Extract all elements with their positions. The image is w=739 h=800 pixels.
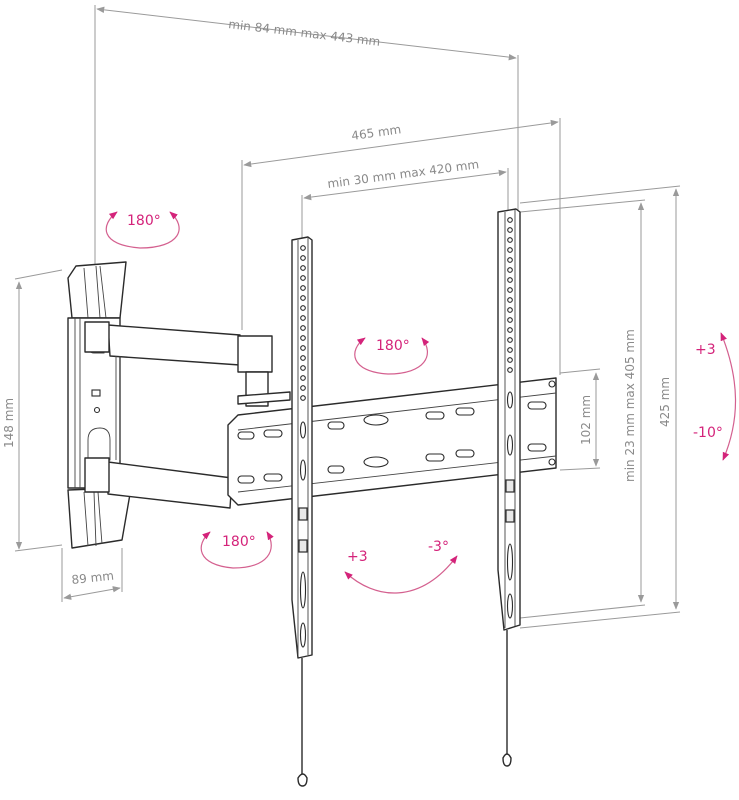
wall-plate-height-label: 148 mm (2, 398, 16, 448)
vertical-rail-right (497, 208, 521, 767)
vesa-vertical-label: min 23 mm max 405 mm (623, 329, 637, 482)
dimension-vesa-horizontal: min 30 mm max 420 mm (301, 157, 509, 238)
tilt-down-label: -10° (693, 425, 723, 441)
rotation-center-swivel: 180° (354, 337, 430, 375)
vesa-horizontal-label: min 30 mm max 420 mm (327, 157, 480, 191)
plate-width-label: 465 mm (351, 122, 403, 143)
rail-right-holes (505, 217, 515, 619)
arm-extension-label: min 84 mm max 443 mm (228, 17, 381, 49)
tilt-up-label: +3 (695, 342, 716, 358)
dimension-rail-height: 425 mm (519, 185, 681, 629)
rotation-tv-rotate: +3 -3° (344, 539, 458, 594)
rotation-tilt: +3 -10° (693, 332, 737, 461)
rotation-wall-pivot: 180° (105, 211, 180, 249)
rail-height-label: 425 mm (658, 377, 672, 427)
crossbar-slots (237, 401, 547, 484)
rail-left-holes (298, 245, 308, 648)
rotate-minus-label: -3° (428, 539, 449, 555)
rotate-plus-label: +3 (347, 549, 368, 565)
dimension-plate-width: 465 mm (241, 118, 561, 375)
dimension-crossbar-height: 102 mm (559, 368, 601, 471)
articulating-arm (84, 321, 273, 509)
rotation-lower-pivot: 180° (200, 531, 274, 569)
wall-pivot-rotation-label: 180° (127, 213, 161, 229)
dimension-vesa-vertical: min 23 mm max 405 mm (519, 199, 646, 619)
center-swivel-rotation-label: 180° (376, 338, 410, 354)
lower-pivot-rotation-label: 180° (222, 534, 256, 550)
dimension-wall-plate-height: 148 mm (2, 269, 63, 552)
wall-plate-depth-label: 89 mm (71, 569, 115, 587)
wall-plate (67, 261, 131, 549)
vertical-rail-left (291, 236, 313, 787)
dimension-wall-plate-depth: 89 mm (61, 548, 123, 602)
crossbar-height-label: 102 mm (579, 395, 593, 445)
